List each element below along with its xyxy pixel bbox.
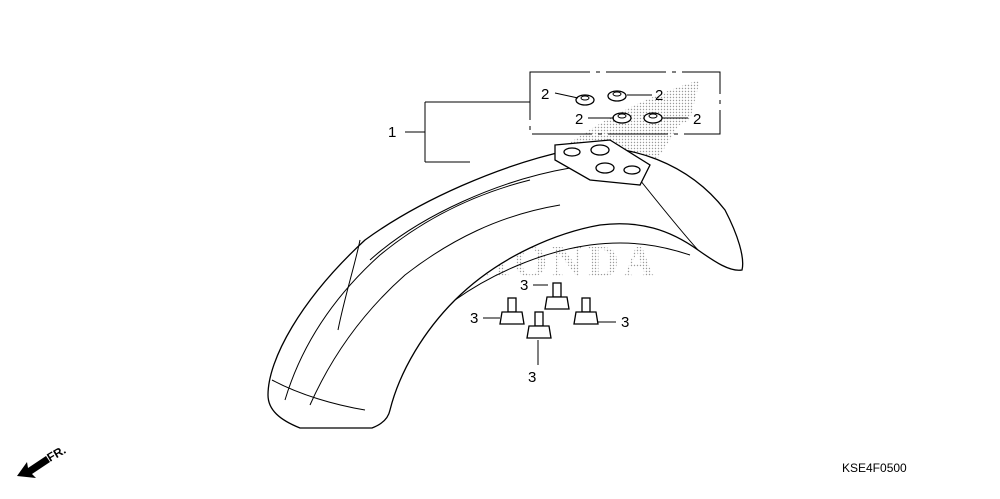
direction-arrow-icon	[17, 456, 50, 478]
fender-skirt	[337, 239, 361, 331]
fender-rib-right	[309, 204, 561, 406]
callout-grommet-d: 2	[693, 111, 701, 128]
callout-grommet-a: 2	[541, 86, 549, 103]
grommet-icon	[575, 94, 595, 106]
front-fender	[267, 139, 744, 429]
fender-body	[267, 147, 744, 429]
mount-hole-2	[590, 144, 610, 156]
front-direction-indicator: FR.	[17, 443, 68, 478]
fender-lower-edge	[271, 379, 366, 411]
callout-fender: 1	[388, 124, 396, 141]
callout-grommet-b: 2	[655, 87, 663, 104]
flange-bolt-icon	[526, 311, 552, 339]
mount-hole-1	[563, 147, 581, 157]
mount-hole-3	[595, 162, 615, 174]
fender-inner-arch	[454, 242, 691, 301]
mount-hole-4	[623, 165, 641, 175]
callout-bolt-b: 3	[520, 277, 528, 294]
fender-rear-skirt	[639, 179, 699, 251]
fender-rib-left	[284, 179, 531, 401]
grommet-icon	[607, 90, 627, 102]
callout-bolt-a: 3	[470, 310, 478, 327]
leader-fender	[405, 101, 530, 163]
flange-bolt-icon	[499, 297, 525, 325]
flange-bolt-icon	[573, 297, 599, 325]
leader-grommet-a	[554, 92, 579, 99]
callout-grommet-c: 2	[575, 111, 583, 128]
callout-bolt-c: 3	[528, 369, 536, 386]
diagram-code: KSE4F0500	[842, 461, 907, 475]
flange-bolt-icon	[544, 282, 570, 310]
grommet-kit-box	[529, 71, 721, 135]
callout-bolt-d: 3	[621, 314, 629, 331]
grommet-icon	[643, 112, 663, 124]
grommet-icon	[612, 112, 632, 124]
